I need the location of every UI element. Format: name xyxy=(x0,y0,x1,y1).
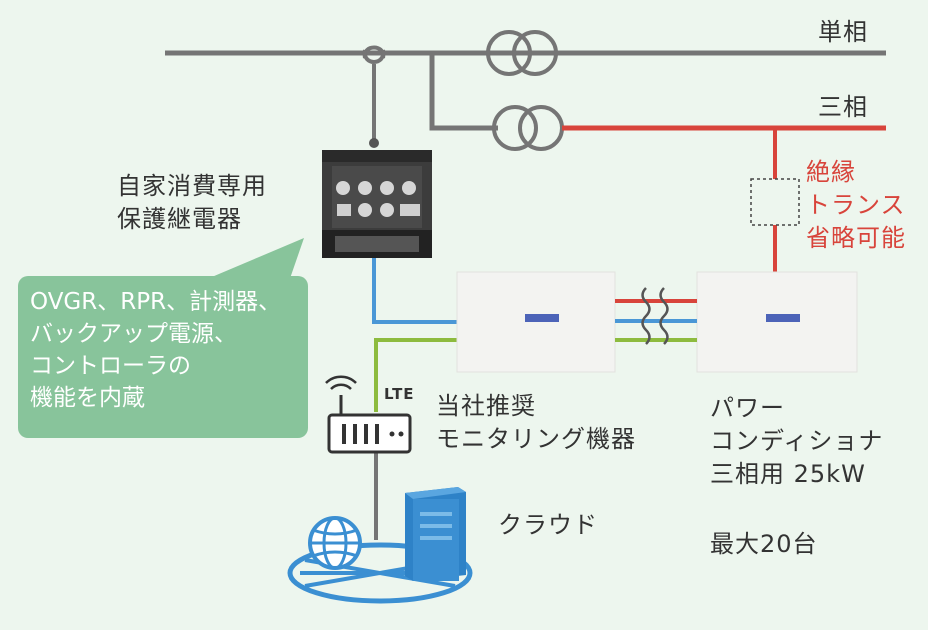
relay-label: 自家消費専用 保護継電器 xyxy=(117,170,267,236)
relay-label-line: 自家消費専用 xyxy=(117,172,267,200)
protection-relay-device xyxy=(322,150,432,258)
transformer-note-line: トランス xyxy=(806,191,906,219)
callout-line: 機能を内蔵 xyxy=(30,385,145,411)
server-icon xyxy=(405,487,466,581)
feature-callout-box xyxy=(18,276,308,438)
optional-transformer-box xyxy=(750,178,800,226)
three-phase-transformer-icon xyxy=(492,105,564,151)
monitor-label: 当社推奨 モニタリング機器 xyxy=(436,390,636,456)
cloud-label: クラウド xyxy=(498,511,598,539)
three-phase-label: 三相 xyxy=(818,93,868,121)
inverter-label-line: コンディショナ xyxy=(710,427,884,455)
single-phase-transformer-icon xyxy=(486,30,558,76)
callout-line: コントローラの xyxy=(30,353,191,379)
callout-line: OVGR、RPR、計測器、 xyxy=(30,289,282,315)
break-symbol-icon xyxy=(641,287,669,345)
current-sensor-icon xyxy=(362,45,386,148)
inverter-unit-1 xyxy=(456,271,616,373)
globe-icon xyxy=(308,516,362,570)
transformer-note-line: 省略可能 xyxy=(806,224,906,252)
transformer-note: 絶縁 トランス 省略可能 xyxy=(806,156,906,255)
monitor-label-line: モニタリング機器 xyxy=(436,425,636,453)
monitor-label-line: 当社推奨 xyxy=(436,392,536,420)
three-phase-branch-line xyxy=(429,53,498,131)
inverter-label-line: 三相用 25kW xyxy=(710,460,866,488)
transformer-note-line: 絶縁 xyxy=(806,158,856,186)
wifi-icon xyxy=(325,375,357,390)
inverter-label-line: パワー xyxy=(710,394,785,422)
inverter-connection-cables xyxy=(615,299,697,342)
feature-callout-text: OVGR、RPR、計測器、 バックアップ電源、 コントローラの 機能を内蔵 xyxy=(30,286,281,414)
router-device-icon xyxy=(327,395,412,454)
inverter-max-units: 最大20台 xyxy=(710,530,818,558)
callout-line: バックアップ電源、 xyxy=(30,321,237,347)
network-line xyxy=(374,338,457,412)
inverter-unit-2 xyxy=(696,271,858,373)
relay-label-line: 保護継電器 xyxy=(117,205,242,233)
inverter-label: パワー コンディショナ 三相用 25kW xyxy=(710,392,883,491)
lte-label: LTE xyxy=(384,385,415,403)
relay-signal-line xyxy=(372,258,457,324)
single-phase-label: 単相 xyxy=(818,18,868,46)
